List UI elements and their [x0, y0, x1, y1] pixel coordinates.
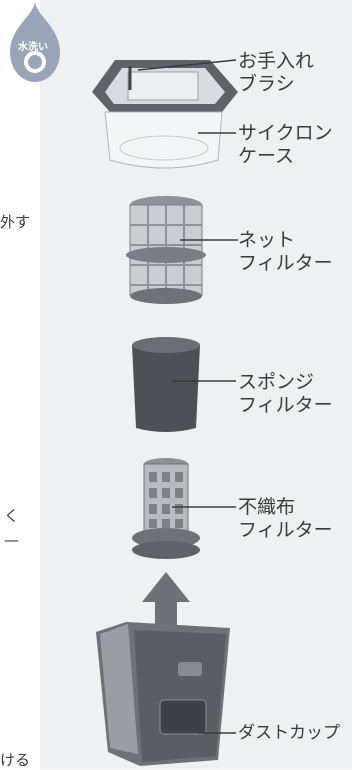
- water-drop-icon: [10, 2, 60, 82]
- part-label-line: ダストカップ: [238, 723, 340, 743]
- left-text-fragment: ける: [0, 751, 31, 769]
- wash-badge-label: 水洗い: [18, 42, 48, 53]
- left-text-fragment: く: [4, 507, 20, 525]
- leader-lines: [137, 59, 238, 734]
- dust-cup-image: [96, 622, 230, 766]
- nonwoven-filter-image: [132, 458, 200, 559]
- part-label-line: フィルター: [238, 252, 333, 274]
- cyclone-case-image: [104, 111, 223, 169]
- part-label-sponge-filter: スポンジ フィルター: [238, 371, 333, 417]
- part-label-dust-cup: ダストカップ: [238, 722, 340, 745]
- part-label-line: ケース: [238, 145, 295, 167]
- part-label-line: フィルター: [238, 394, 333, 416]
- sponge-filter-image: [132, 337, 200, 432]
- left-text-fragment: 外す: [0, 213, 31, 231]
- brush-lid-image: [92, 60, 238, 112]
- part-label-line: ブラシ: [238, 73, 295, 95]
- left-text-fragment: —: [4, 531, 19, 549]
- part-label-line: ネット: [238, 229, 296, 251]
- part-label-brush: お手入れ ブラシ: [238, 50, 314, 96]
- part-label-nonwoven-filter: 不織布 フィルター: [238, 496, 333, 542]
- net-filter-image: [126, 196, 206, 304]
- part-label-line: フィルター: [238, 519, 333, 541]
- part-label-line: お手入れ: [238, 50, 315, 72]
- up-arrow-icon: [142, 572, 190, 628]
- part-label-net-filter: ネット フィルター: [238, 229, 333, 275]
- part-label-line: サイクロン: [238, 122, 333, 144]
- part-label-line: スポンジ: [238, 371, 315, 393]
- part-label-line: 不織布: [238, 496, 296, 518]
- part-label-cyclone-case: サイクロン ケース: [238, 122, 333, 168]
